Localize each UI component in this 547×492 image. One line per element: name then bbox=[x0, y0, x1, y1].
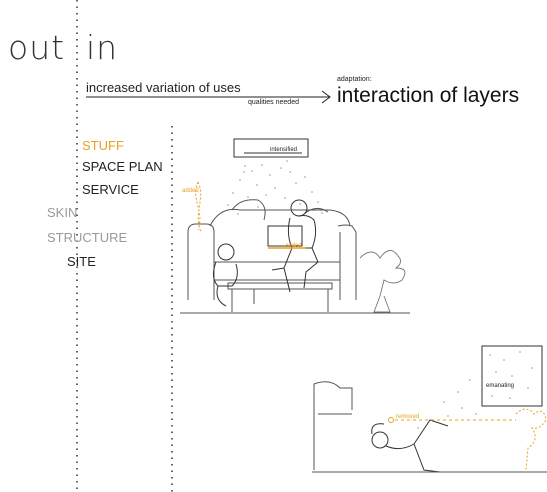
adaptation-label: adaptation: bbox=[337, 76, 372, 83]
light-speckle bbox=[227, 160, 323, 215]
qualities-needed-label: qualities needed bbox=[248, 99, 299, 106]
armchair-illustration bbox=[313, 381, 353, 470]
layer-stuff: STUFF bbox=[82, 138, 124, 153]
emanating-speckle bbox=[417, 351, 533, 429]
title-out: out bbox=[8, 28, 66, 67]
window-frame bbox=[481, 345, 543, 407]
layer-space-plan: SPACE PLAN bbox=[82, 159, 163, 174]
removed-label: removed bbox=[396, 414, 420, 420]
layer-structure: STRUCTURE bbox=[47, 230, 128, 245]
added-plant-outline bbox=[195, 181, 202, 233]
removed-plant-outline bbox=[515, 408, 547, 471]
emanating-label: emanating bbox=[486, 383, 515, 389]
intensified-label: intensified bbox=[270, 147, 298, 153]
interaction-of-layers-label: interaction of layers bbox=[337, 84, 520, 107]
title-in: in bbox=[86, 28, 119, 67]
intensified-box bbox=[233, 138, 309, 158]
exercising-figure bbox=[371, 419, 449, 473]
child-figure bbox=[212, 243, 238, 307]
arrow-icon bbox=[86, 90, 331, 104]
layer-service: SERVICE bbox=[82, 182, 139, 197]
added-label-plant: added bbox=[182, 188, 199, 194]
potted-plant bbox=[359, 250, 406, 313]
layer-skin: SKIN bbox=[47, 205, 78, 220]
added-label-laptop: added bbox=[285, 243, 302, 249]
increased-variation-label: increased variation of uses bbox=[86, 80, 241, 95]
removed-marker bbox=[388, 417, 516, 423]
coffee-table bbox=[227, 282, 333, 312]
sofa-illustration bbox=[187, 199, 357, 300]
adult-figure bbox=[267, 199, 319, 293]
layer-site: SITE bbox=[67, 254, 96, 269]
